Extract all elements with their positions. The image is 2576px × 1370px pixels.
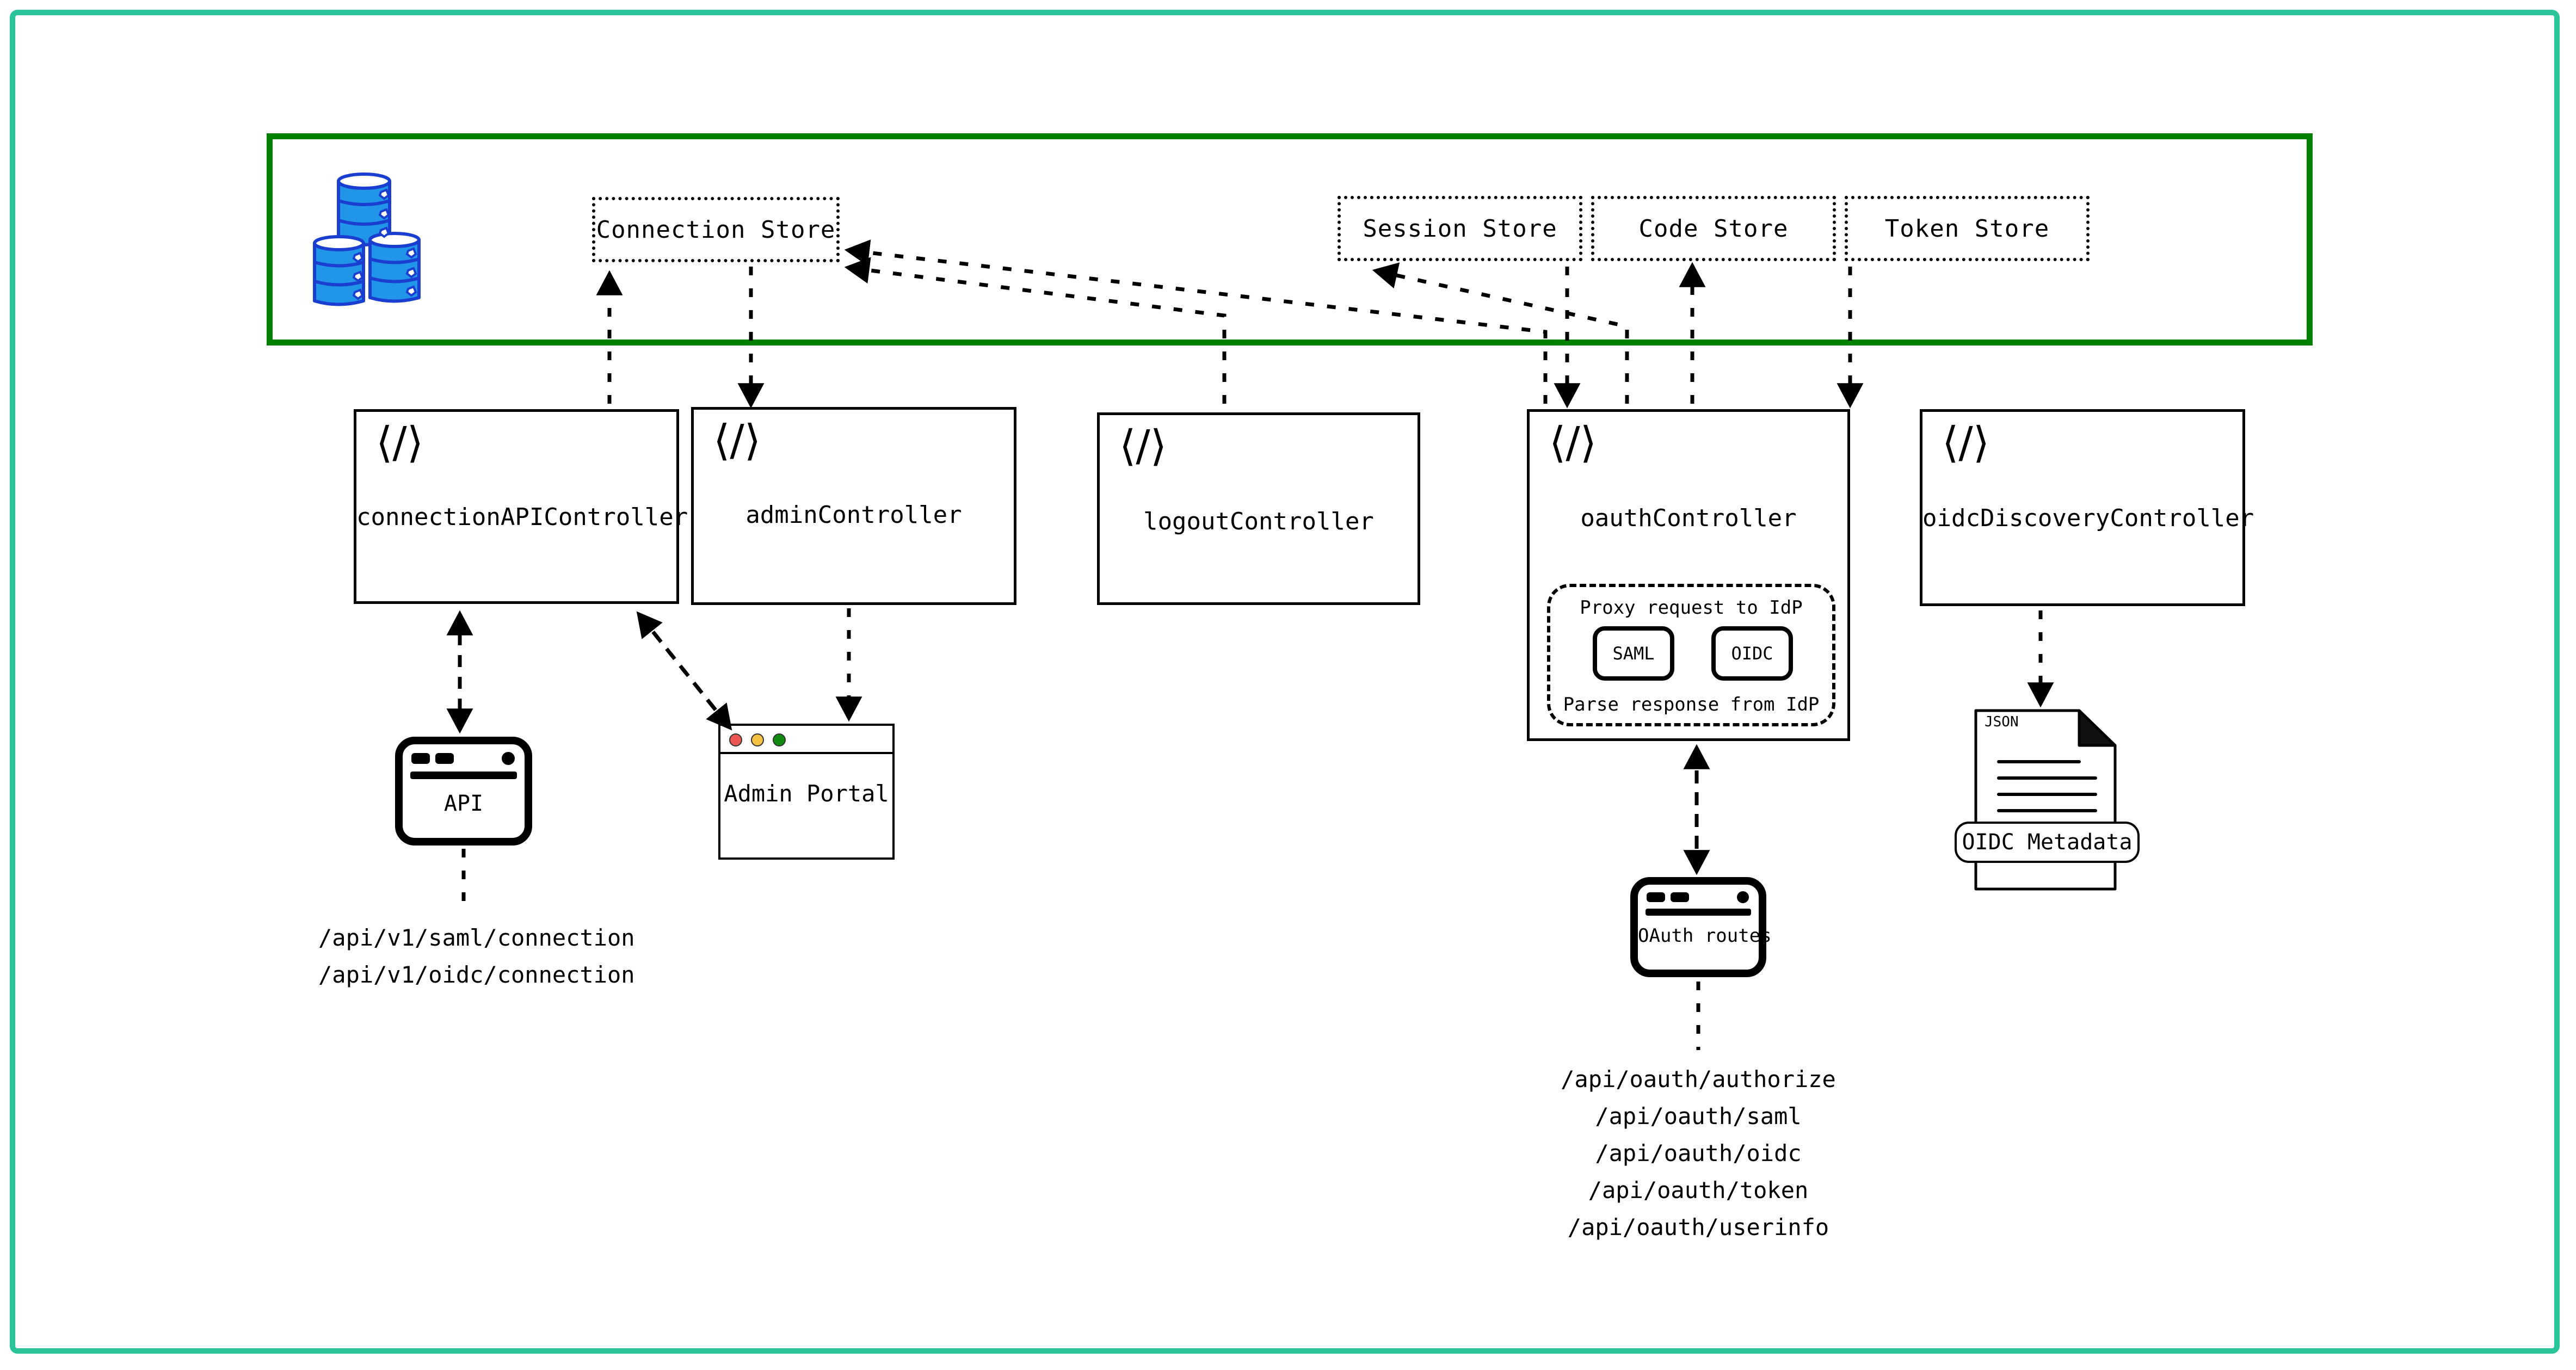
api-device-icon[interactable]: API: [395, 737, 532, 846]
code-brackets-icon: ⟨/⟩: [1942, 418, 1990, 467]
controller-box-admin-controller[interactable]: ⟨/⟩ adminController: [691, 407, 1016, 605]
json-doc-tag: JSON: [1985, 714, 2019, 730]
window-toolbar: [410, 772, 517, 779]
proxy-group: Proxy request to IdP SAML OIDC Parse res…: [1547, 584, 1835, 726]
json-document-icon[interactable]: JSON: [1973, 707, 2118, 892]
oidc-metadata-label: OIDC Metadata: [1962, 830, 2133, 855]
code-brackets-icon: ⟨/⟩: [1119, 422, 1167, 471]
controller-box-oidc-discovery-controller[interactable]: ⟨/⟩ oidcDiscoveryController: [1920, 409, 2254, 606]
protocol-chip-oidc[interactable]: OIDC: [1711, 626, 1793, 681]
endpoint-item: /api/oauth/userinfo: [1567, 1214, 1829, 1241]
store-label: Session Store: [1363, 214, 1557, 243]
endpoint-item: /api/v1/oidc/connection: [318, 961, 635, 989]
protocol-chip-label: OIDC: [1731, 643, 1773, 664]
controller-label: oidcDiscoveryController: [1922, 504, 2254, 532]
traffic-light-red: [729, 733, 742, 746]
endpoint-item: /api/oauth/token: [1588, 1177, 1809, 1204]
controller-box-connection-api-controller[interactable]: ⟨/⟩ connectionAPIController: [354, 409, 688, 604]
proxy-bottom-label: Parse response from IdP: [1563, 694, 1820, 715]
outer-frame-border: [10, 10, 2560, 1354]
code-brackets-icon: ⟨/⟩: [376, 418, 424, 467]
oidc-metadata-pill[interactable]: OIDC Metadata: [1955, 822, 2140, 863]
window-titlebar: [720, 726, 892, 754]
store-box-code-store[interactable]: Code Store: [1591, 196, 1836, 261]
window-dot: [1671, 892, 1689, 902]
store-box-token-store[interactable]: Token Store: [1845, 196, 2090, 261]
window-toolbar: [1646, 909, 1751, 916]
window-dot: [411, 753, 430, 764]
window-dot: [435, 753, 454, 764]
admin-portal-label: Admin Portal: [724, 780, 889, 807]
endpoint-item: /api/v1/saml/connection: [318, 924, 635, 951]
code-brackets-icon: ⟨/⟩: [1549, 418, 1597, 467]
endpoint-item: /api/oauth/oidc: [1595, 1140, 1802, 1167]
api-device-label: API: [443, 791, 484, 816]
oauth-routes-device-icon[interactable]: OAuth routes: [1630, 877, 1772, 977]
oauth-routes-device-label: OAuth routes: [1638, 925, 1772, 947]
database-stack-icon: [305, 166, 435, 307]
store-label: Token Store: [1884, 214, 2050, 243]
controller-box-logout-controller[interactable]: ⟨/⟩ logoutController: [1097, 412, 1420, 605]
api-endpoint-list: /api/v1/saml/connection /api/v1/oidc/con…: [318, 919, 656, 993]
store-box-session-store[interactable]: Session Store: [1338, 196, 1582, 261]
controller-label: oauthController: [1580, 504, 1797, 532]
store-box-connection-store[interactable]: Connection Store: [592, 197, 840, 262]
store-label: Code Store: [1638, 214, 1789, 243]
controller-box-oauth-controller[interactable]: ⟨/⟩ oauthController Proxy request to IdP…: [1527, 409, 1850, 741]
endpoint-item: /api/oauth/authorize: [1561, 1066, 1836, 1093]
traffic-light-green: [773, 733, 786, 746]
controller-label: adminController: [745, 501, 962, 529]
code-brackets-icon: ⟨/⟩: [713, 416, 761, 465]
store-label: Connection Store: [596, 215, 836, 244]
window-dot: [1647, 892, 1665, 902]
window-dot: [502, 752, 515, 765]
protocol-chip-saml[interactable]: SAML: [1593, 626, 1674, 681]
endpoint-item: /api/oauth/saml: [1595, 1103, 1802, 1130]
traffic-light-yellow: [751, 733, 764, 746]
controller-label: connectionAPIController: [356, 503, 688, 531]
window-dot: [1737, 891, 1749, 903]
controller-label: logoutController: [1143, 508, 1374, 535]
proxy-top-label: Proxy request to IdP: [1580, 597, 1803, 619]
oauth-endpoint-list: /api/oauth/authorize /api/oauth/saml /ap…: [1519, 1061, 1878, 1246]
protocol-chip-label: SAML: [1612, 643, 1655, 664]
admin-portal-window-icon[interactable]: Admin Portal: [718, 724, 895, 860]
